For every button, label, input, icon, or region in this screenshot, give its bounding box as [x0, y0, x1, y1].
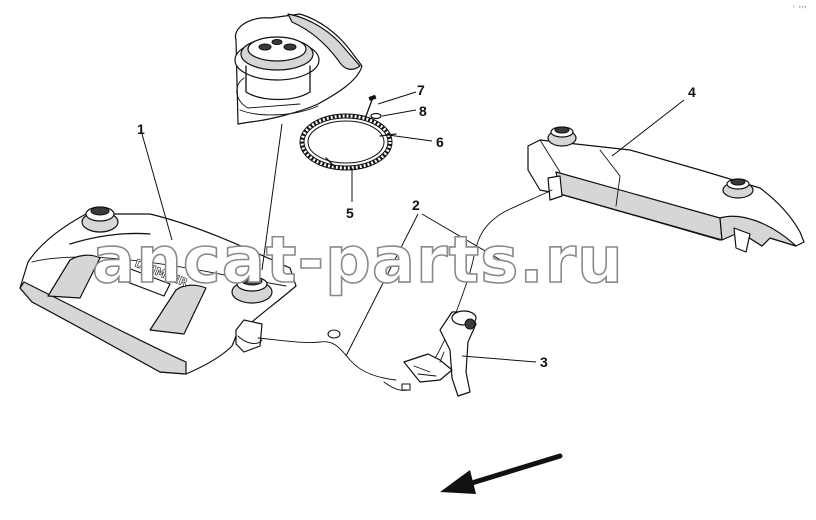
- callout-8: 8: [419, 103, 427, 119]
- callout-7: 7: [417, 82, 425, 98]
- sender-unit-detail: [234, 13, 363, 125]
- callout-6: 6: [436, 134, 444, 150]
- main-fuel-tank: [19, 206, 297, 375]
- callout-5: 5: [346, 205, 354, 221]
- washer: [370, 112, 382, 120]
- callout-3: 3: [540, 354, 548, 370]
- screw: [365, 94, 377, 117]
- seal-ring: [299, 113, 393, 171]
- secondary-fuel-tank: [527, 126, 805, 253]
- watermark: ancat-parts.ru: [92, 224, 624, 298]
- callout-2: 2: [412, 197, 420, 213]
- corner-mark: ◦ ›››: [792, 3, 807, 11]
- callout-4: 4: [688, 84, 696, 100]
- callout-1: 1: [137, 121, 145, 137]
- direction-arrow-icon: [440, 453, 563, 494]
- fuel-unit: [403, 310, 477, 397]
- leader-lines: [141, 91, 685, 363]
